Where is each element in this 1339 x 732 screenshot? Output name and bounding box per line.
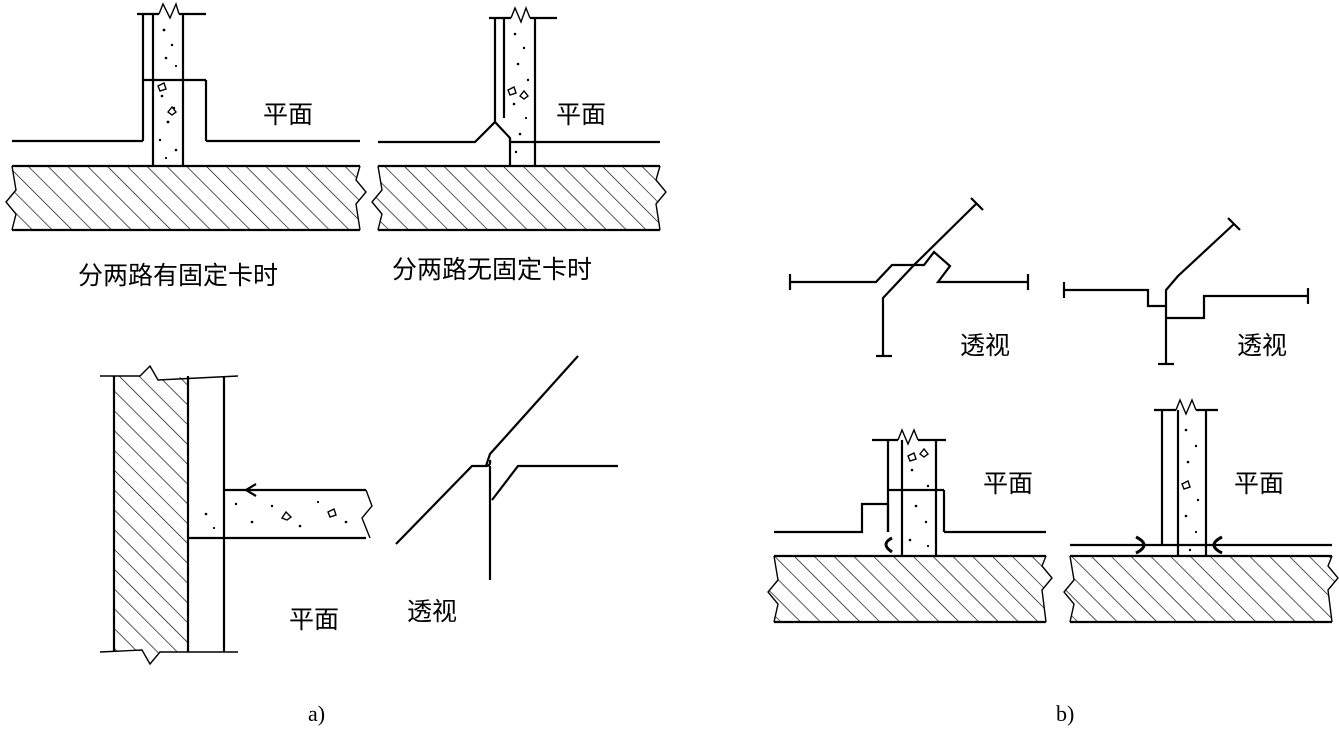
pipe-lines (378, 6, 660, 166)
panel-plan-b1: 平面 (767, 428, 1053, 624)
panel-perspective-a: 透视 (395, 355, 618, 626)
panel-plan-with-clamp: 平面 分两路有固定卡时 (5, 1, 367, 290)
perspective-label: 透视 (960, 332, 1010, 360)
plane-label: 平面 (289, 607, 339, 634)
perspective-label: 透视 (407, 598, 457, 626)
caption-b: b) (1056, 701, 1074, 726)
plane-label: 平面 (556, 102, 606, 129)
caption-without-clamp: 分两路无固定卡时 (392, 256, 592, 284)
concrete-fill (507, 32, 530, 154)
panel-perspective-b1: 透视 (788, 197, 1030, 360)
concrete-fill (204, 500, 348, 530)
pipe-lines (774, 428, 1046, 556)
caption-with-clamp: 分两路有固定卡时 (78, 262, 278, 290)
wall-hatched (1063, 554, 1339, 624)
wall-hatched (371, 164, 667, 232)
pipe-lines (1070, 398, 1332, 556)
pipe-lines (188, 376, 373, 652)
pipe-lines (12, 1, 360, 166)
plane-label: 平面 (1234, 471, 1284, 498)
panel-plan-without-clamp: 平面 分两路无固定卡时 (371, 6, 667, 284)
plane-label: 平面 (983, 471, 1033, 498)
concrete-fill (157, 28, 178, 160)
wall-hatched (99, 364, 239, 666)
wall-hatched (767, 554, 1053, 624)
panel-plan-b2: 平面 (1063, 398, 1339, 624)
plane-label: 平面 (263, 102, 313, 129)
panel-perspective-b2: 透视 (1062, 217, 1310, 366)
concrete-fill (907, 447, 930, 548)
perspective-label: 透视 (1237, 332, 1287, 360)
wall-hatched (5, 164, 367, 232)
caption-a: a) (308, 701, 325, 726)
panel-plan-vertical-wall: 平面 (99, 364, 373, 666)
concrete-fill (1181, 428, 1200, 552)
